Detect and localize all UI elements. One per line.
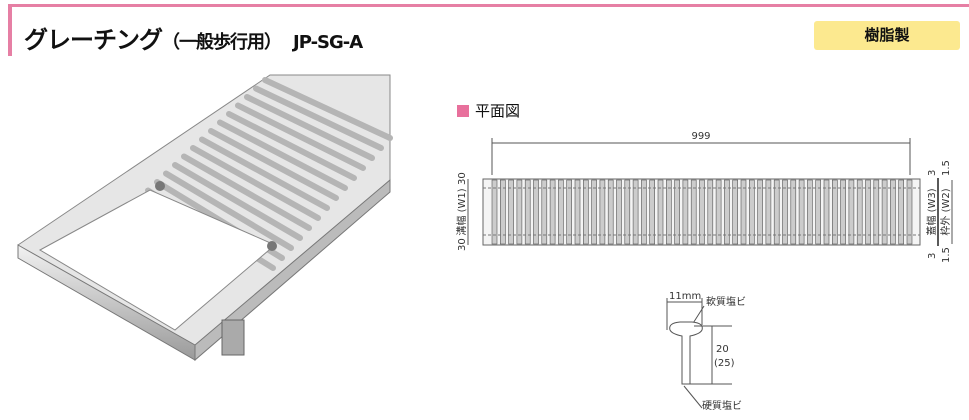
grating-bar	[906, 179, 913, 245]
grating-bar	[790, 179, 797, 245]
section-height: 20	[716, 344, 729, 355]
photo-bar	[235, 102, 366, 171]
grating-bar	[591, 179, 597, 245]
photo-bar	[262, 77, 393, 141]
photo-bar	[172, 162, 303, 241]
header-accent-bar	[8, 4, 12, 56]
photo-bar	[181, 153, 312, 231]
grating-bar	[641, 179, 647, 245]
product-photo	[17, 74, 393, 362]
grating-bar	[574, 179, 581, 245]
grating-bar	[516, 179, 523, 245]
grating-bar	[607, 179, 614, 245]
photo-bar	[163, 170, 294, 251]
grating-bar	[558, 179, 564, 245]
right-3-top: 3	[927, 170, 938, 176]
grating-bar	[508, 179, 514, 245]
section-height-alt: (25)	[714, 358, 735, 369]
header-rule	[8, 4, 969, 7]
photo-bar	[226, 111, 357, 181]
grating-bar	[541, 179, 548, 245]
grating-bar	[524, 179, 531, 245]
w2-label: 枠外 (W2)	[939, 188, 952, 235]
bottom-material: 硬質塩ビ	[702, 399, 742, 412]
left-bottom-dim: 30	[457, 238, 468, 251]
grating-bar	[674, 179, 680, 245]
grating-bar	[757, 179, 763, 245]
grating-bar	[533, 179, 539, 245]
right-3-bottom: 3	[927, 253, 938, 259]
length-dimension: 999	[691, 131, 710, 142]
grating-bar	[682, 179, 689, 245]
grating-bar	[765, 179, 772, 245]
photo-bar	[244, 94, 375, 161]
right-15-top: 1.5	[941, 160, 952, 176]
photo-bar	[208, 128, 339, 201]
left-top-dim: 30	[457, 172, 468, 185]
grating-bar	[632, 179, 639, 245]
grating-bar	[624, 179, 631, 245]
right-15-bottom: 1.5	[941, 247, 952, 263]
photo-bar	[199, 136, 330, 211]
grating-bar	[815, 179, 822, 245]
grating-bar	[491, 179, 498, 245]
grating-bar	[566, 179, 573, 245]
grating-bar	[657, 179, 664, 245]
grating-bar	[740, 179, 747, 245]
grating-bar	[715, 179, 722, 245]
grating-bar	[665, 179, 672, 245]
plan-view-heading: 平面図	[457, 100, 520, 121]
w3-label: 蓋幅 (W3)	[925, 188, 938, 235]
grating-bar	[773, 179, 780, 245]
grating-bar	[898, 179, 905, 245]
page-title: グレーチング（一般歩行用） JP-SG-A	[24, 20, 363, 55]
grating-bar	[649, 179, 656, 245]
grating-bar	[848, 179, 855, 245]
grating-bar	[699, 179, 705, 245]
grating-bar	[707, 179, 714, 245]
grating-bar	[616, 179, 622, 245]
grating-bar	[690, 179, 697, 245]
grating-bar	[798, 179, 805, 245]
grating-bar	[582, 179, 589, 245]
grating-bar	[807, 179, 813, 245]
title-main: グレーチング	[24, 26, 163, 54]
grating-bar	[599, 179, 606, 245]
photo-bar	[253, 85, 384, 151]
title-sub: （一般歩行用）	[162, 32, 282, 53]
grating-bar	[890, 179, 896, 245]
plan-label: 平面図	[475, 102, 521, 120]
photo-bar	[217, 119, 348, 191]
model-code: JP-SG-A	[293, 32, 363, 53]
grating-bar	[840, 179, 846, 245]
grating-bar	[881, 179, 888, 245]
grating-bar	[549, 179, 556, 245]
grating-bar	[823, 179, 830, 245]
photo-bar	[190, 145, 321, 221]
grating-bar	[873, 179, 880, 245]
w1-label: 溝幅 (W1)	[455, 188, 468, 235]
grating-bar	[865, 179, 871, 245]
grating-bar	[748, 179, 755, 245]
grating-bar	[732, 179, 739, 245]
section-width: 11mm	[669, 291, 701, 302]
grating-bar	[499, 179, 506, 245]
grating-bar	[724, 179, 730, 245]
material-badge: 樹脂製	[814, 21, 960, 50]
grating-bar	[856, 179, 863, 245]
top-material: 軟質塩ビ	[706, 295, 746, 308]
grating-bar	[831, 179, 838, 245]
grating-bar	[782, 179, 788, 245]
bullet-square	[457, 104, 469, 117]
